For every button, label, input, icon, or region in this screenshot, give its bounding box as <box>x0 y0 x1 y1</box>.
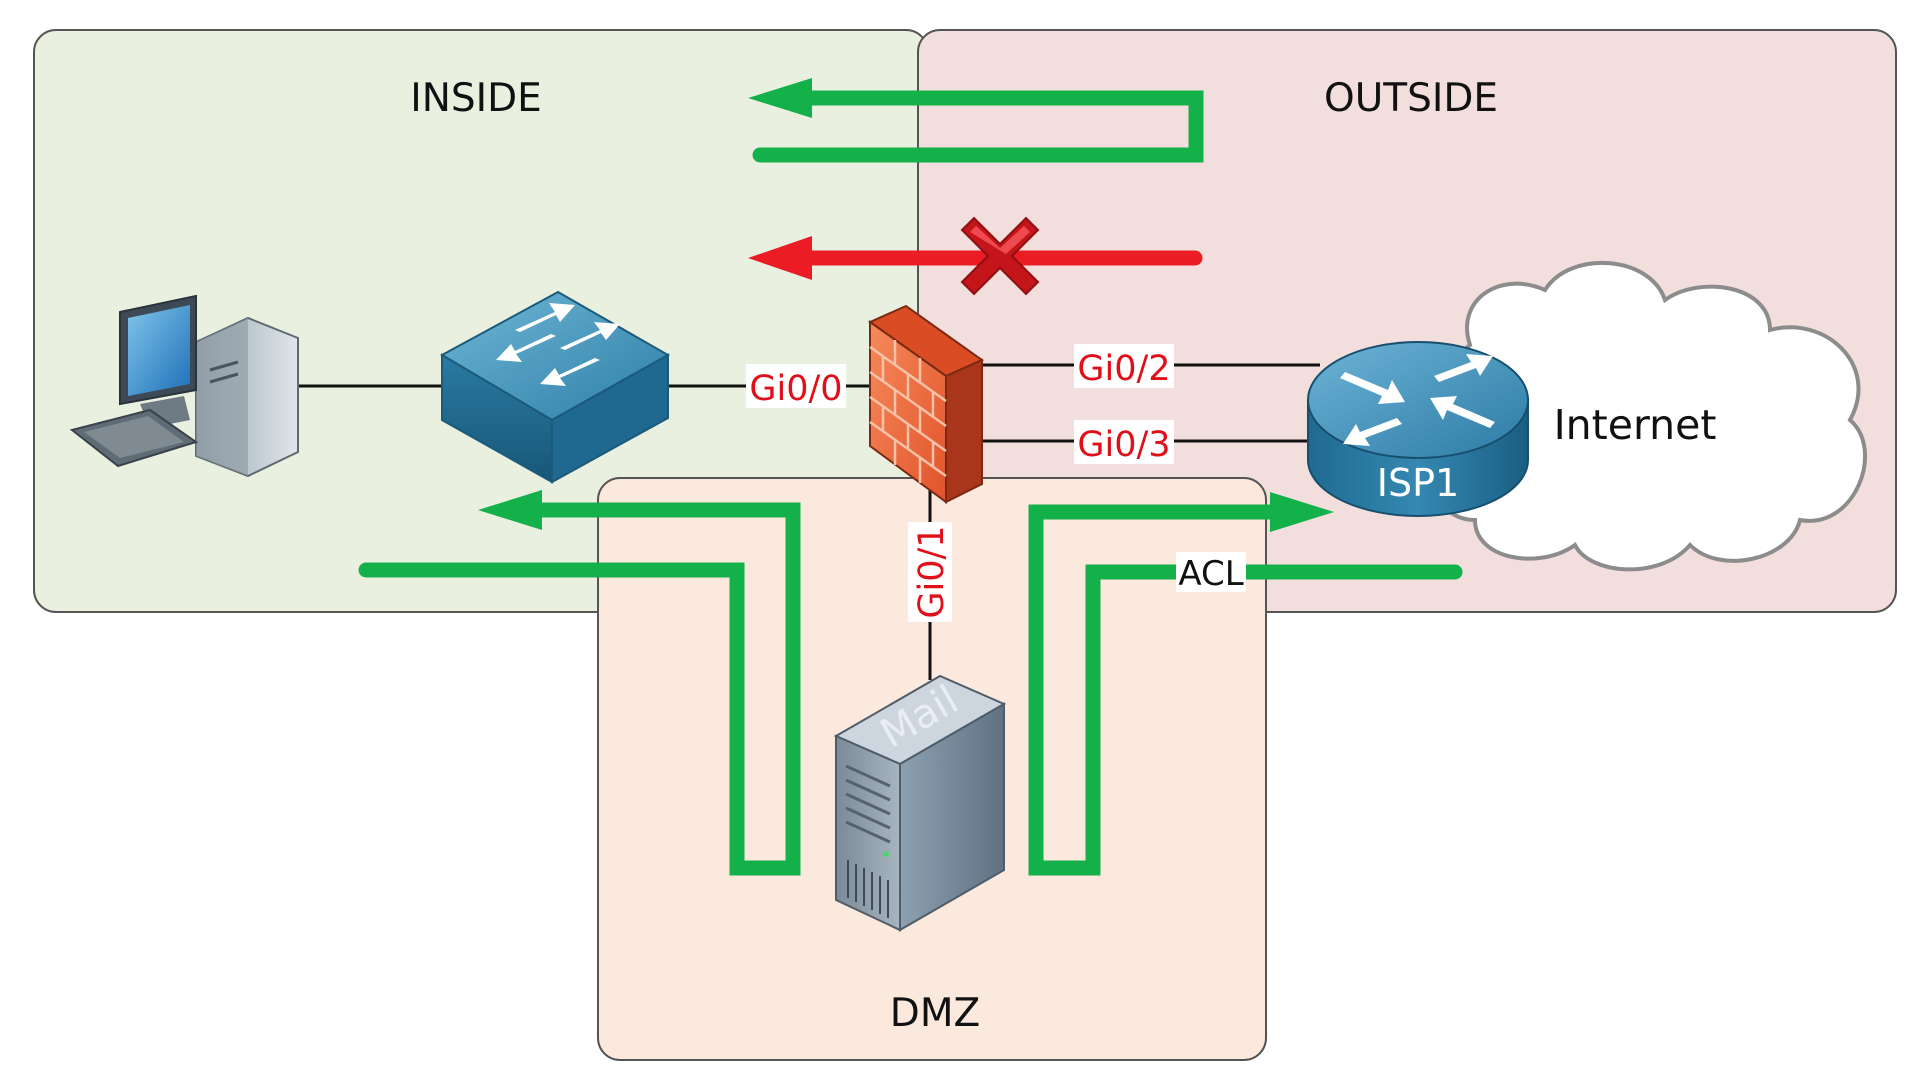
router-icon <box>1307 341 1529 517</box>
acl-label-bg <box>1176 552 1246 592</box>
allowed-flow-outside-to-dmz <box>1028 504 1463 876</box>
gi0-3-label-bg <box>1074 420 1174 464</box>
allowed-flow-outside-to-inside <box>752 90 1204 163</box>
arrowhead-outside-dmz <box>1270 492 1334 532</box>
gi0-2-label-bg <box>1074 344 1174 388</box>
arrowhead-inside-dmz <box>478 490 542 530</box>
gi0-1-label: Gi0/1 <box>912 525 952 618</box>
cloud-label: Internet <box>1554 401 1717 449</box>
router-label: ISP1 <box>1377 461 1459 505</box>
allowed-flow-inside-to-dmz <box>358 502 801 876</box>
gi0-3-label: Gi0/3 <box>1077 425 1170 465</box>
red-x-icon <box>960 216 1040 296</box>
switch-icon <box>439 290 671 484</box>
arrowhead-blocked <box>748 236 812 280</box>
firewall-icon <box>867 304 985 504</box>
desktop-computer-icon <box>69 294 299 478</box>
internet-cloud-icon <box>1429 260 1868 572</box>
outside-zone-label: OUTSIDE <box>1324 76 1498 121</box>
acl-label: ACL <box>1178 554 1243 594</box>
dmz-zone-label: DMZ <box>890 991 980 1036</box>
arrowhead-inside <box>748 78 812 118</box>
gi0-0-label-bg <box>746 364 846 408</box>
gi0-1-label-group: Gi0/1 <box>908 522 952 622</box>
mail-server-icon <box>833 674 1007 932</box>
gi0-0-label: Gi0/0 <box>749 369 842 409</box>
gi0-2-label: Gi0/2 <box>1077 349 1170 389</box>
gi0-1-label-bg <box>908 522 952 622</box>
inside-zone-label: INSIDE <box>410 76 542 121</box>
